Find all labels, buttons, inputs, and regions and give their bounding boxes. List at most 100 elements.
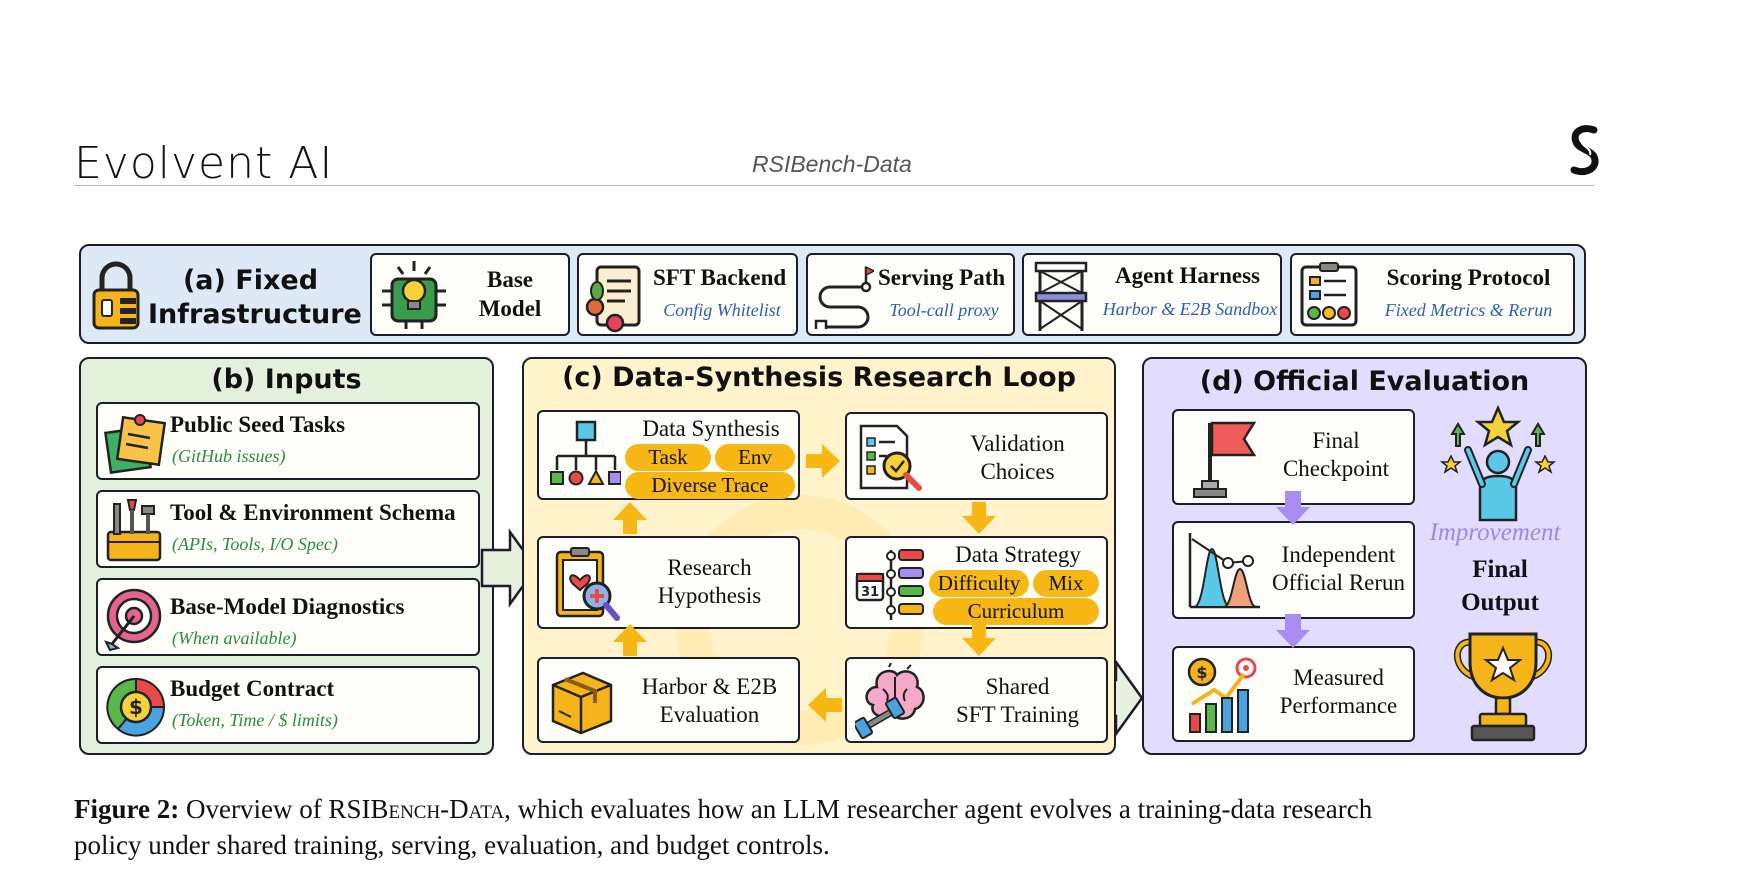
pill-curriculum: Curriculum xyxy=(933,598,1099,625)
checklist-magnifier-icon xyxy=(859,424,922,491)
official-rerun-line2: Official Rerun xyxy=(1271,570,1406,595)
brand-wordmark: Evolvent AI xyxy=(74,138,334,189)
validation-card: Validation Choices xyxy=(845,412,1108,500)
seed-tasks-title: Public Seed Tasks xyxy=(170,412,346,437)
serving-path-subtitle: Tool-call proxy xyxy=(889,300,999,320)
sticky-notes-icon xyxy=(104,414,167,475)
tool-schema-title: Tool & Environment Schema xyxy=(170,500,456,525)
caption-line2: policy under shared training, serving, e… xyxy=(74,830,830,860)
flag-icon xyxy=(1193,421,1257,498)
sft-backend-title: SFT Backend xyxy=(653,265,787,290)
data-synthesis-card: Data Synthesis Task Env Diverse Trace xyxy=(537,410,800,500)
caption-text-before: Overview of RSI xyxy=(179,794,371,824)
panel-d-title: (d) Official Evaluation xyxy=(1199,366,1530,397)
scaffold-icon xyxy=(1034,261,1088,331)
measured-line2: Performance xyxy=(1279,693,1398,718)
dollar-logo-icon xyxy=(1570,125,1599,176)
final-output-line1: Final xyxy=(1472,556,1528,583)
data-synthesis-title: Data Synthesis xyxy=(642,416,780,441)
medical-clipboard-icon xyxy=(555,547,620,621)
running-title: RSIBench-Data xyxy=(752,151,912,177)
input-card-diagnostics: Base-Model Diagnostics (When available) xyxy=(96,578,480,656)
scoring-protocol-card: Scoring Protocol Fixed Metrics & Rerun xyxy=(1290,253,1575,336)
header-rule xyxy=(74,185,1594,186)
measured-performance-card: $ Measured Performance xyxy=(1172,646,1415,742)
agent-harness-subtitle: Harbor & E2B Sandbox xyxy=(1102,299,1278,319)
harbor-evaluation-line1: Harbor & E2B xyxy=(641,674,778,699)
pill-env: Env xyxy=(715,444,795,471)
serving-path-title: Serving Path xyxy=(878,265,1006,290)
pill-task: Task xyxy=(625,444,711,471)
target-arrow-icon xyxy=(104,588,162,652)
agent-harness-card: Agent Harness Harbor & E2B Sandbox xyxy=(1022,253,1282,336)
hierarchy-shapes-icon xyxy=(550,420,621,486)
arrow-checkpoint-to-rerun xyxy=(1276,491,1310,525)
budget-subtitle: (Token, Time / $ limits) xyxy=(172,710,338,730)
input-card-budget: $ Budget Contract (Token, Time / $ limit… xyxy=(96,666,480,744)
panel-a-title: (a) Fixed Infrastructure xyxy=(148,264,362,332)
sft-training-line2: SFT Training xyxy=(956,702,1079,727)
hypothesis-line2: Hypothesis xyxy=(657,583,762,608)
arrow-rerun-to-measured xyxy=(1276,614,1310,648)
distribution-chart-icon xyxy=(1188,533,1260,609)
svg-text:31: 31 xyxy=(861,585,879,600)
seed-tasks-subtitle: (GitHub issues) xyxy=(172,446,286,466)
caption-line1: Figure 2: Overview of RSIBench-Data, whi… xyxy=(74,791,1594,827)
brain-dumbbell-icon xyxy=(855,663,925,739)
diagnostics-title: Base-Model Diagnostics xyxy=(170,594,405,619)
harbor-evaluation-line2: Evaluation xyxy=(659,702,760,727)
improvement-label: Improvement xyxy=(1429,519,1561,546)
final-output-line2: Output xyxy=(1461,589,1539,616)
hypothesis-line1: Research xyxy=(667,555,752,580)
padlock-icon xyxy=(92,261,140,330)
measured-line1: Measured xyxy=(1293,665,1384,690)
arrow-training-to-evaluation xyxy=(808,688,842,722)
toolbox-icon xyxy=(106,499,162,562)
budget-pie-icon: $ xyxy=(106,677,166,737)
pill-difficulty: Difficulty xyxy=(929,570,1029,597)
panel-c-title: (c) Data-Synthesis Research Loop xyxy=(562,362,1076,393)
data-strategy-card: 31 Data Strategy Difficulty Mix Curricul… xyxy=(845,536,1108,629)
input-card-seed-tasks: Public Seed Tasks (GitHub issues) xyxy=(96,402,480,480)
arrow-strategy-to-training xyxy=(962,624,996,656)
arrow-hypothesis-to-synthesis xyxy=(613,502,647,534)
base-model-card: Base Model xyxy=(370,253,570,336)
caption-smallcaps: Bench-Data xyxy=(370,794,505,824)
rating-clipboard-icon xyxy=(1300,262,1358,327)
tool-schema-subtitle: (APIs, Tools, I/O Spec) xyxy=(172,534,338,554)
harbor-evaluation-card: Harbor & E2B Evaluation xyxy=(537,657,800,743)
panel-a-title-line2: Infrastructure xyxy=(148,299,362,330)
chip-bulb-icon xyxy=(382,261,446,329)
caption-text-after: , which evaluates how an LLM researcher … xyxy=(504,794,1373,824)
svg-text:$: $ xyxy=(129,695,143,719)
final-checkpoint-line1: Final xyxy=(1312,428,1360,453)
validation-line2: Choices xyxy=(980,459,1055,484)
svg-text:$: $ xyxy=(1196,663,1207,682)
arrow-synthesis-to-validation xyxy=(806,444,840,478)
calendar-strategy-icon: 31 xyxy=(855,549,924,620)
celebrating-person-icon xyxy=(1439,404,1557,522)
pill-diverse-trace: Diverse Trace xyxy=(625,472,795,499)
pill-mix: Mix xyxy=(1033,570,1099,597)
sft-backend-subtitle: Config Whitelist xyxy=(663,300,781,320)
arrow-validation-to-strategy xyxy=(962,502,996,534)
hypothesis-card: Research Hypothesis xyxy=(537,536,800,629)
package-box-icon xyxy=(551,671,613,735)
serving-path-card: Serving Path Tool-call proxy xyxy=(806,253,1015,336)
panel-b-title: (b) Inputs xyxy=(211,364,362,395)
data-strategy-title: Data Strategy xyxy=(955,542,1081,567)
sft-backend-card: SFT Backend Config Whitelist xyxy=(577,253,798,336)
official-rerun-line1: Independent xyxy=(1281,542,1396,567)
final-checkpoint-line2: Checkpoint xyxy=(1282,456,1390,481)
figure-caption: Figure 2: Overview of RSIBench-Data, whi… xyxy=(74,791,1594,863)
official-rerun-card: Independent Official Rerun xyxy=(1172,521,1415,619)
sft-training-card: Shared SFT Training xyxy=(845,657,1108,743)
trophy-icon xyxy=(1453,632,1553,742)
scoring-protocol-title: Scoring Protocol xyxy=(1386,265,1551,290)
sft-training-line1: Shared xyxy=(985,674,1050,699)
base-model-line2: Model xyxy=(478,296,542,321)
final-checkpoint-card: Final Checkpoint xyxy=(1172,409,1415,505)
arrow-evaluation-to-hypothesis xyxy=(613,624,647,656)
final-output-label: Final Output xyxy=(1430,553,1570,619)
input-card-tool-schema: Tool & Environment Schema (APIs, Tools, … xyxy=(96,490,480,568)
